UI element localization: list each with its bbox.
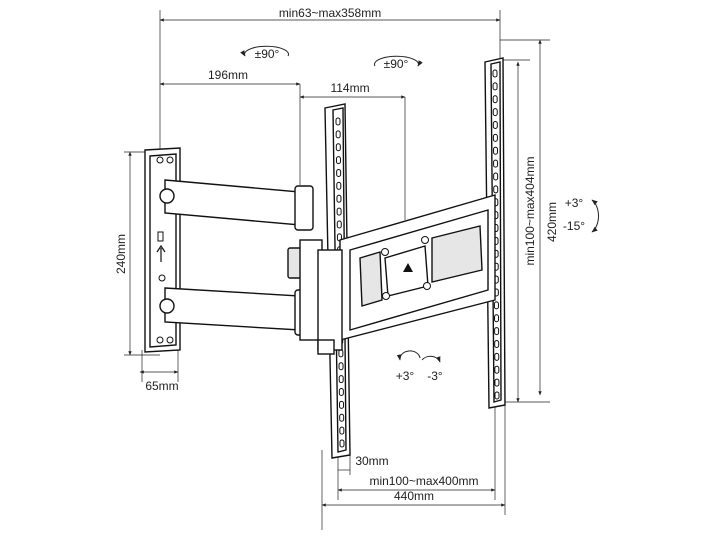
label-arm-length: 196mm [208,68,248,82]
rail-slot [492,82,498,91]
rail-slot [338,349,344,358]
mount-arm [159,179,323,341]
rail-slot [494,339,500,348]
rail-slot [494,314,500,323]
label-level-minus: -3° [427,369,443,383]
rotation-symbols [240,45,600,363]
label-vesa-vertical: min100~max404mm [523,156,537,265]
rail-slot [338,387,344,396]
rail-slot [492,133,498,142]
rail-slot [336,220,342,229]
label-offset: 114mm [330,81,369,95]
rail-slot [494,378,500,387]
dimension-labels: min63~max358mm 196mm 114mm ±90° ±90° 240… [114,6,585,503]
rail-slot [493,159,499,168]
rail-slot [492,69,498,78]
label-top-width: min63~max358mm [279,6,381,20]
label-wall-plate-height: 240mm [114,234,128,274]
dimension-lines [124,10,550,530]
label-swivel-left: ±90° [255,47,280,61]
label-level-plus: +3° [396,369,415,383]
label-tilt-down: -15° [563,219,585,233]
rail-slot [336,169,342,178]
rail-slot [338,375,344,384]
rail-slot [339,413,345,422]
rail-slot [493,301,499,310]
rail-slot [492,121,498,130]
rail-slot [335,130,341,139]
rail-slot [494,391,500,400]
rail-slot [494,327,500,336]
label-swivel-right: ±90° [384,57,409,71]
rail-slot [336,181,342,190]
rail-slot [338,362,344,371]
rail-slot [335,156,341,165]
rail-slot [494,365,500,374]
label-tilt-up: +3° [565,196,584,210]
rail-slot [493,185,499,194]
label-total-width: 440mm [394,489,434,503]
label-rail-edge: 30mm [355,454,388,468]
rail-slot [339,426,345,435]
rail-slot [336,194,342,203]
rail-slot [494,352,500,361]
rail-slot [335,117,341,126]
label-wall-plate-depth: 65mm [145,379,178,393]
label-total-height: 420mm [545,202,559,242]
label-vesa-horizontal: min100~max400mm [369,474,478,488]
rail-slot [492,108,498,117]
rail-slot [335,143,341,152]
tv-bracket-plate [317,194,496,355]
rail-slot [336,207,342,216]
rail-slot [492,146,498,155]
rail-slot [339,400,345,409]
rail-slot [339,439,345,448]
rail-slot [493,172,499,181]
rail-slot [492,95,498,104]
